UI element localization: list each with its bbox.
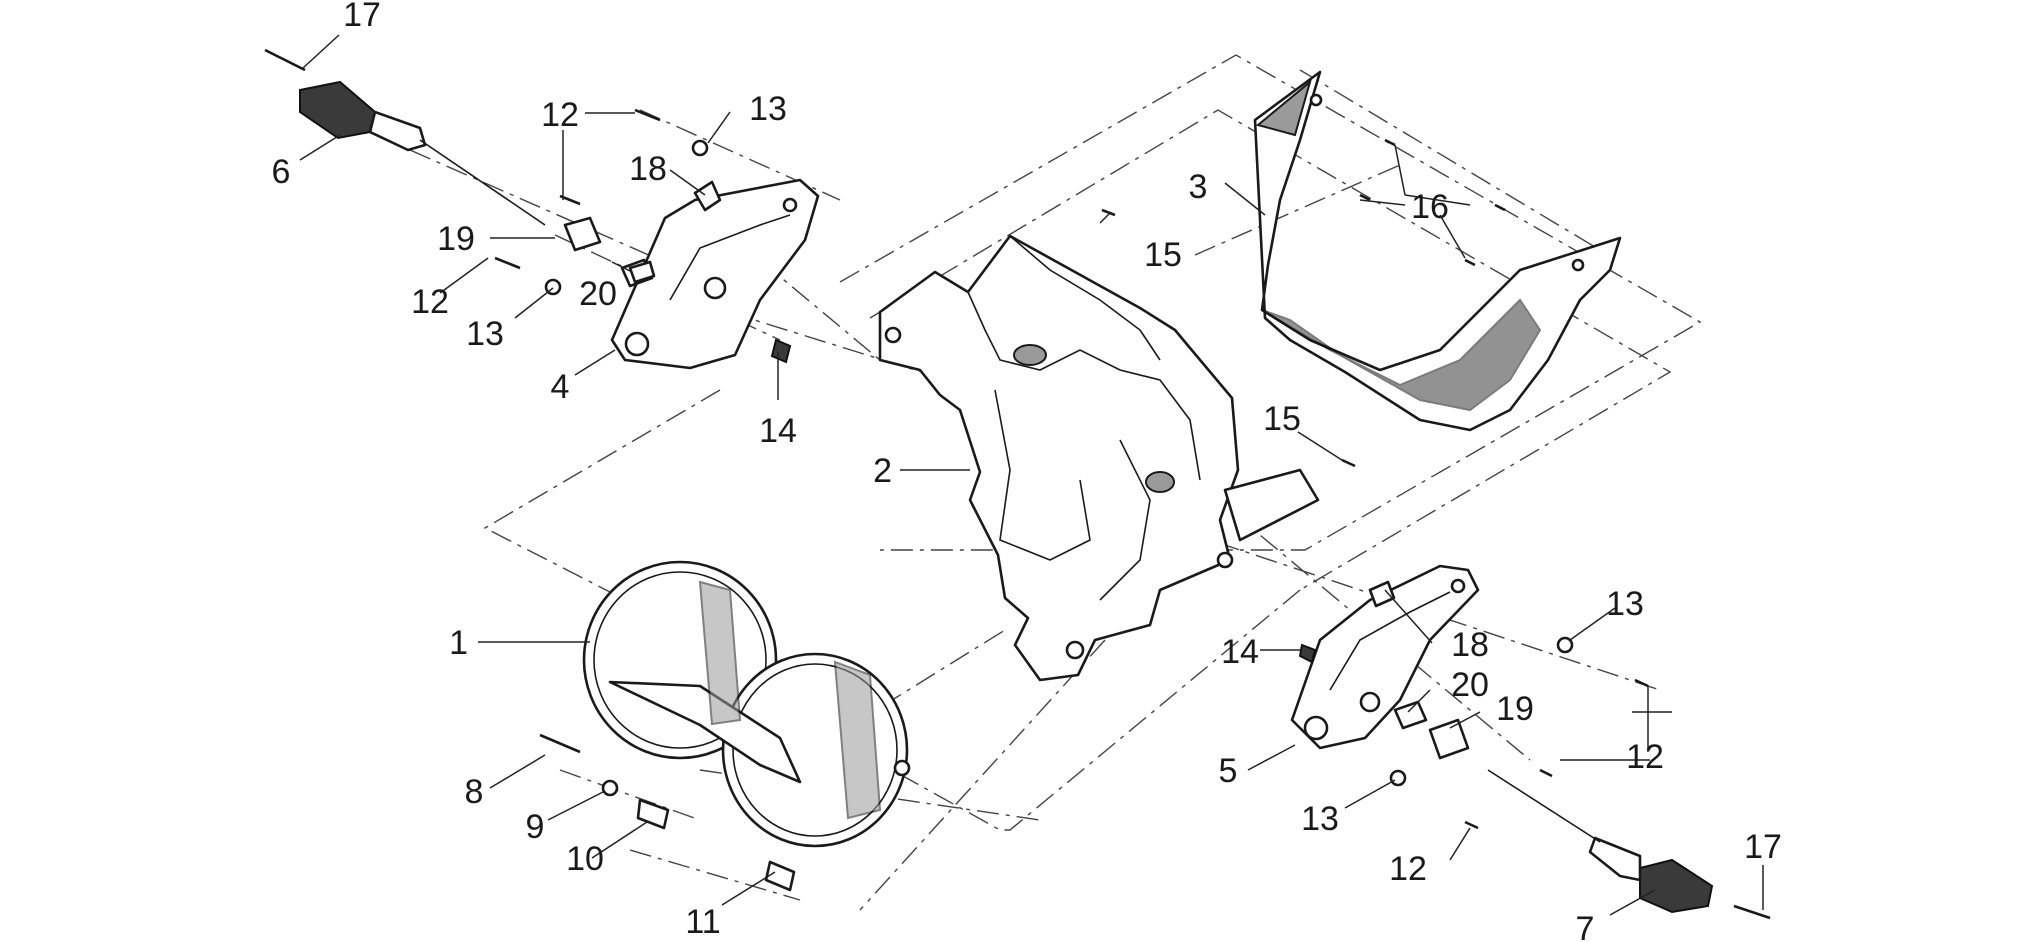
part-7-right-indicator (1487, 769, 1714, 914)
part-2-main-bracket (878, 234, 1320, 682)
callout-8: 8 (465, 773, 484, 811)
callout-13-top: 13 (749, 90, 787, 128)
callout-11: 11 (685, 903, 720, 941)
callout-12-left: 12 (411, 283, 449, 321)
callout-13-right: 13 (1606, 585, 1644, 623)
callout-18-top: 18 (629, 150, 667, 188)
callout-5: 5 (1219, 752, 1238, 790)
leader-lines (299, 34, 1764, 916)
callout-14-left: 14 (759, 412, 797, 450)
callout-17-bottom: 17 (1744, 828, 1782, 866)
callout-9: 9 (526, 808, 545, 846)
callout-12-bottom: 12 (1389, 850, 1427, 888)
callout-18-right: 18 (1451, 626, 1489, 664)
callout-19-right: 19 (1496, 690, 1534, 728)
callout-20-left: 20 (579, 275, 617, 313)
callout-19-left: 19 (437, 220, 475, 258)
callout-labels: 1 2 3 4 5 6 7 8 9 10 11 12 12 12 12 13 1… (272, 0, 1782, 942)
callout-4: 4 (551, 368, 570, 406)
callout-15-right: 15 (1263, 400, 1301, 438)
callout-2: 2 (873, 452, 892, 490)
callout-15-top: 15 (1144, 236, 1182, 274)
fasteners (264, 48, 1771, 920)
part-3-cover (1253, 70, 1622, 432)
part-1-headlight (582, 560, 911, 848)
part-5-right-bracket (1290, 564, 1480, 750)
callout-7: 7 (1576, 910, 1595, 942)
callout-12-top: 12 (541, 96, 579, 134)
callout-14-right: 14 (1221, 633, 1259, 671)
callout-10: 10 (566, 840, 604, 878)
callout-13-left: 13 (466, 315, 504, 353)
callout-12-right: 12 (1626, 738, 1664, 776)
callout-6: 6 (272, 153, 291, 191)
callout-20-right: 20 (1451, 666, 1489, 704)
callout-13-bottom: 13 (1301, 800, 1339, 838)
callout-17-top: 17 (343, 0, 381, 34)
callout-1: 1 (449, 624, 468, 662)
callout-3: 3 (1189, 168, 1208, 206)
callout-16: 16 (1411, 188, 1449, 226)
part-6-left-indicator (299, 80, 546, 226)
